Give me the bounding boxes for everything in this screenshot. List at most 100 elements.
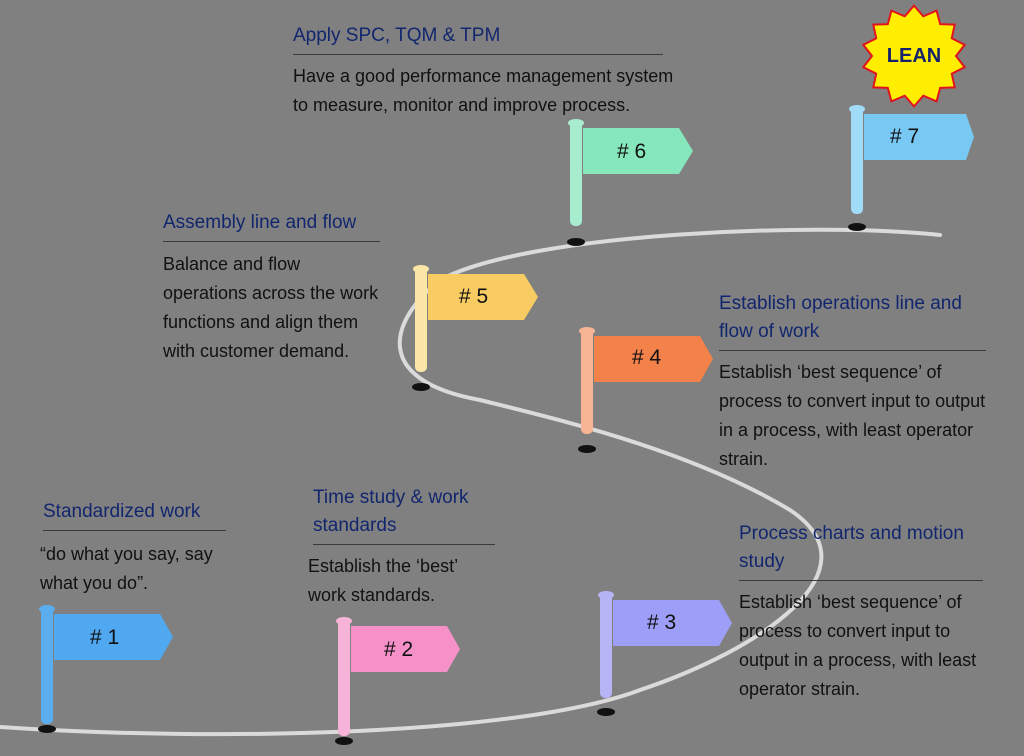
flag-1-banner-tip (160, 614, 173, 660)
flag-2-pole (338, 620, 350, 736)
step-6-description: Have a good performance management syste… (293, 62, 673, 120)
flag-3-pole-cap (598, 591, 614, 599)
road-path (0, 227, 942, 737)
flag-hole (597, 708, 615, 716)
flag-2-graphic (335, 617, 460, 745)
flag-step-7: # 7 (840, 104, 1010, 244)
step-2-title-line: Time study & work (313, 487, 469, 508)
flag-5-pole (415, 268, 427, 372)
step-5-desc-line: Balance and flow (163, 254, 301, 274)
step-4-desc-line: Establish ‘best sequence’ of (719, 362, 942, 382)
flag-7-banner (864, 114, 966, 160)
flag-1-label: # 1 (90, 626, 120, 649)
step-1-desc-line: “do what you say, say (40, 544, 213, 564)
flag-5-pole-cap (413, 265, 429, 273)
flag-4-banner (594, 336, 700, 382)
flag-5-banner (428, 274, 524, 320)
step-3-desc-line: Establish ‘best sequence’ of (739, 592, 962, 612)
step-1-description: “do what you say, say what you do”. (40, 540, 213, 598)
step-4-title-line: flow of work (719, 321, 820, 342)
step-6-title: Apply SPC, TQM & TPM (293, 22, 663, 55)
flag-7-graphic (848, 105, 974, 231)
lean-badge-text: LEAN (886, 45, 942, 67)
flag-2-banner (351, 626, 447, 672)
flag-step-6: # 6 (559, 118, 729, 258)
step-2-title: Time study & work standards (313, 484, 495, 545)
step-5-description: Balance and flow operations across the w… (163, 250, 378, 366)
step-3-title-line: Process charts and motion (739, 523, 964, 544)
step-5-desc-line: operations across the work (163, 283, 379, 303)
flag-1-banner (54, 614, 160, 660)
flag-6-label: # 6 (617, 140, 647, 163)
flag-3-pole (600, 594, 612, 698)
lean-badge: LEAN (858, 4, 970, 108)
step-3-title-line: study (739, 551, 785, 572)
step-1-title: Standardized work (43, 498, 226, 531)
flag-4-banner-tip (700, 336, 713, 382)
step-3-desc-line: process to convert input to (739, 621, 951, 641)
flag-6-graphic (567, 119, 693, 246)
flag-1-graphic (38, 605, 173, 733)
step-2-desc-line: Establish the ‘best’ (308, 556, 459, 576)
flag-4-pole (581, 330, 593, 434)
starburst-polygon (861, 4, 967, 108)
flag-3-graphic (597, 591, 732, 716)
flag-7-pole (851, 108, 863, 214)
step-1-title-line: Standardized work (43, 501, 201, 522)
flag-hole (38, 725, 56, 733)
flag-5-graphic (412, 265, 538, 391)
step-5-desc-line: functions and align them (163, 312, 359, 332)
step-6-desc-line: Have a good performance management syste… (293, 66, 674, 86)
flag-step-4: # 4 (570, 326, 740, 466)
flag-hole (335, 737, 353, 745)
step-5-title-line: Assembly line and flow (163, 212, 357, 233)
flag-2-label: # 2 (384, 638, 414, 661)
step-6-desc-line: to measure, monitor and improve process. (293, 95, 631, 115)
step-5-title: Assembly line and flow (163, 209, 380, 242)
flag-step-5: # 5 (404, 264, 574, 404)
flag-step-2: # 2 (327, 616, 497, 756)
flag-7-banner-tip (966, 114, 974, 160)
flag-6-banner (583, 128, 679, 174)
flag-1-pole-cap (39, 605, 55, 613)
flag-hole (848, 223, 866, 231)
step-6-title-line: Apply SPC, TQM & TPM (293, 25, 501, 46)
flag-4-graphic (578, 327, 713, 453)
flag-3-banner-tip (719, 600, 732, 646)
flag-1-pole (41, 608, 53, 724)
step-4-description: Establish ‘best sequence’ of process to … (719, 358, 985, 474)
flag-step-3: # 3 (589, 590, 759, 730)
step-4-desc-line: process to convert input to output (719, 391, 986, 411)
flag-4-pole-cap (579, 327, 595, 335)
step-3-desc-line: operator strain. (739, 679, 861, 699)
step-1-desc-line: what you do”. (40, 573, 149, 593)
step-2-desc-line: work standards. (308, 585, 436, 605)
flag-6-pole (570, 122, 582, 226)
step-4-title-line: Establish operations line and (719, 293, 962, 314)
flag-7-pole-cap (849, 105, 865, 113)
step-3-title: Process charts and motion study (739, 520, 983, 581)
flag-hole (567, 238, 585, 246)
flag-6-banner-tip (679, 128, 693, 174)
flag-hole (578, 445, 596, 453)
step-4-desc-line: in a process, with least operator (719, 420, 974, 440)
flag-5-label: # 5 (459, 285, 489, 308)
flag-6-pole-cap (568, 119, 584, 127)
step-3-description: Establish ‘best sequence’ of process to … (739, 588, 976, 704)
flag-2-pole-cap (336, 617, 352, 625)
flag-hole (412, 383, 430, 391)
step-2-description: Establish the ‘best’ work standards. (308, 552, 458, 610)
flag-3-label: # 3 (647, 611, 677, 634)
flag-2-banner-tip (447, 626, 460, 672)
step-4-desc-line: strain. (719, 449, 769, 469)
step-4-title: Establish operations line and flow of wo… (719, 290, 986, 351)
flag-3-banner (613, 600, 719, 646)
flag-4-label: # 4 (632, 346, 662, 369)
step-3-desc-line: output in a process, with least (739, 650, 977, 670)
step-5-desc-line: with customer demand. (163, 341, 350, 361)
starburst-shape (861, 4, 967, 108)
flag-7-label: # 7 (890, 125, 920, 148)
step-2-title-line: standards (313, 515, 397, 536)
flag-5-banner-tip (524, 274, 538, 320)
